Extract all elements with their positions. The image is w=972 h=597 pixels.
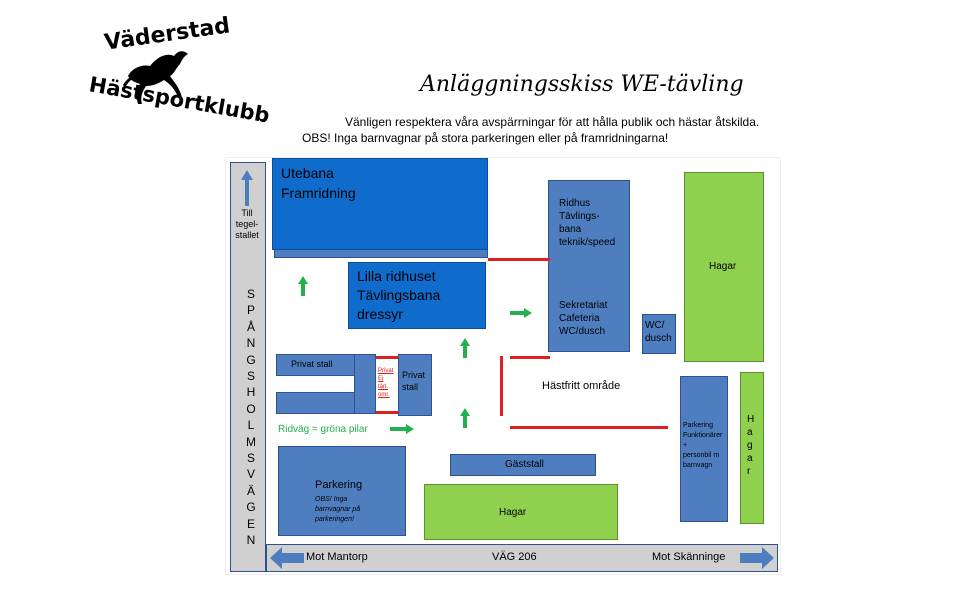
hagar-bottom-pasture: Hagar	[424, 484, 618, 540]
page-title: Anläggningsskiss WE-tävling	[420, 72, 744, 97]
road-direction-note: Till tegel-stallet	[235, 208, 259, 240]
road-left-label: Mot Mantorp	[306, 551, 368, 563]
hagar-bottom-label: Hagar	[499, 507, 527, 518]
arrow-left-icon	[270, 547, 304, 569]
road-vag-206	[266, 544, 778, 572]
hagar-right-pasture: H a g a r	[740, 372, 764, 524]
privat-restricted-label: Privat Ej tärl. omr.	[378, 368, 394, 398]
riding-arrow-up-icon	[298, 276, 308, 296]
ridhus-building: Ridhus Tävlings- bana teknik/speed Sekre…	[548, 180, 630, 352]
privat-stall-left-connector	[354, 354, 376, 414]
parkering-funk-label: Parkering Funktionärer + personbil m bar…	[683, 422, 723, 469]
hagar-top-pasture: Hagar	[684, 172, 764, 362]
road-name-label: SPÅNGSHOLMSVÄGEN	[246, 287, 256, 548]
privat-stall-left-top: Privat stall	[276, 354, 358, 376]
lilla-ridhuset-label: Lilla ridhuset Tävlingsbana dressyr	[357, 268, 441, 322]
arrow-up-icon	[241, 170, 253, 206]
ridhus-label: Ridhus Tävlings- bana teknik/speed	[559, 198, 616, 248]
privat-stall-left-label: Privat stall	[291, 359, 333, 369]
utebana-area: Utebana Framridning	[272, 158, 488, 250]
parkering-funktionarer: Parkering Funktionärer + personbil m bar…	[680, 376, 728, 522]
horse-free-line-top	[488, 258, 550, 261]
road-spangsholmsvagen	[230, 162, 266, 572]
hastfritt-label: Hästfritt område	[542, 380, 621, 392]
horse-free-line-bottom	[510, 426, 668, 429]
road-center-label: VÄG 206	[492, 551, 537, 563]
horse-free-line-vertical	[500, 356, 503, 416]
sekretariat-label: Sekretariat Cafeteria WC/dusch	[559, 300, 608, 337]
road-right-label: Mot Skänninge	[652, 551, 726, 563]
utebana-label: Utebana Framridning	[281, 165, 356, 201]
privat-restricted-area: Privat Ej tärl. omr.	[376, 356, 398, 414]
parkering-note: OBS! Inga barnvagnar på parkeringen!	[315, 496, 361, 523]
arrow-right-icon	[740, 547, 774, 569]
wc-label: WC/ dusch	[645, 320, 672, 344]
hagar-top-label: Hagar	[709, 261, 737, 272]
wc-building: WC/ dusch	[642, 314, 676, 354]
parkering-label: Parkering	[315, 479, 363, 491]
riding-arrow-up-icon	[460, 338, 470, 358]
privat-stall-right: Privat stall	[398, 354, 432, 416]
ridvag-label: Ridväg = gröna pilar	[278, 424, 368, 435]
gaststall-building: Gäststall	[450, 454, 596, 476]
riding-arrow-right-icon	[390, 424, 414, 434]
gaststall-label: Gäststall	[505, 459, 544, 470]
horse-icon	[122, 51, 188, 104]
riding-arrow-up-icon	[460, 408, 470, 428]
horse-free-line-mid	[510, 356, 550, 359]
riding-arrow-right-icon	[510, 308, 532, 318]
lilla-ridhuset: Lilla ridhuset Tävlingsbana dressyr	[348, 262, 486, 329]
notice-line-1: Vänligen respektera våra avspärrningar f…	[345, 115, 760, 129]
hagar-right-label: H a g a r	[747, 414, 755, 477]
privat-stall-left-bottom	[276, 392, 358, 414]
notice-line-2: OBS! Inga barnvagnar på stora parkeringe…	[302, 131, 669, 145]
privat-stall-right-label: Privat stall	[402, 370, 426, 392]
site-map: Till tegel-stallet SPÅNGSHOLMSVÄGEN Mot …	[226, 158, 780, 574]
parkering-main: Parkering OBS! Inga barnvagnar på parker…	[278, 446, 406, 536]
